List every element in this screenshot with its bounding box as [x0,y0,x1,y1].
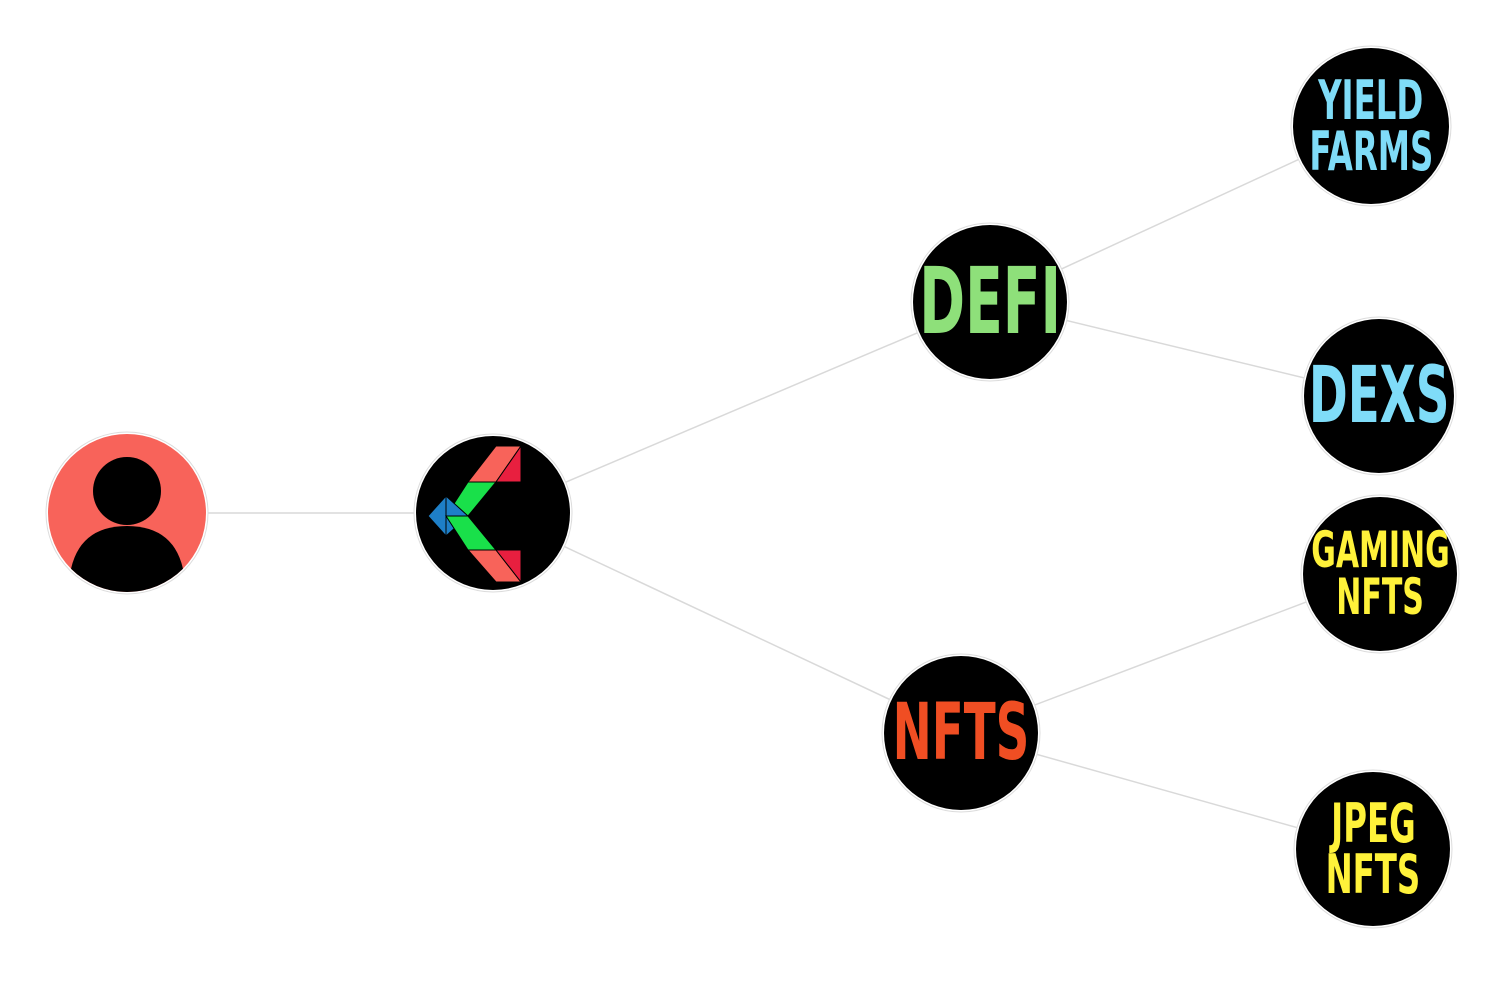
brand-logo-icon [427,444,523,584]
node-defi: DEFI [913,225,1067,379]
node-dexs: DEXS [1304,319,1454,473]
node-nfts: NFTS [884,656,1038,810]
gaming-nfts-label-line1: GAMING [1310,520,1450,579]
nfts-label: NFTS [892,687,1030,778]
edge-logo-nfts [492,512,962,734]
node-jpeg-nfts: JPEG NFTS [1296,772,1450,926]
edge-logo-defi [492,301,991,514]
defi-label: DEFI [919,248,1061,356]
node-gaming-nfts: GAMING NFTS [1303,497,1457,651]
user-icon [70,457,184,592]
yield-farms-label-line2: FARMS [1308,120,1434,183]
node-logo [416,436,570,590]
dexs-label: DEXS [1308,350,1450,441]
node-user [48,434,206,592]
node-yield-farms: YIELD FARMS [1293,48,1449,204]
yield-farms-label-line1: YIELD [1318,68,1424,132]
jpeg-nfts-label-line1: JPEG [1330,791,1416,855]
jpeg-nfts-label-line2: NFTS [1325,843,1421,906]
gaming-nfts-label-line2: NFTS [1336,568,1424,626]
